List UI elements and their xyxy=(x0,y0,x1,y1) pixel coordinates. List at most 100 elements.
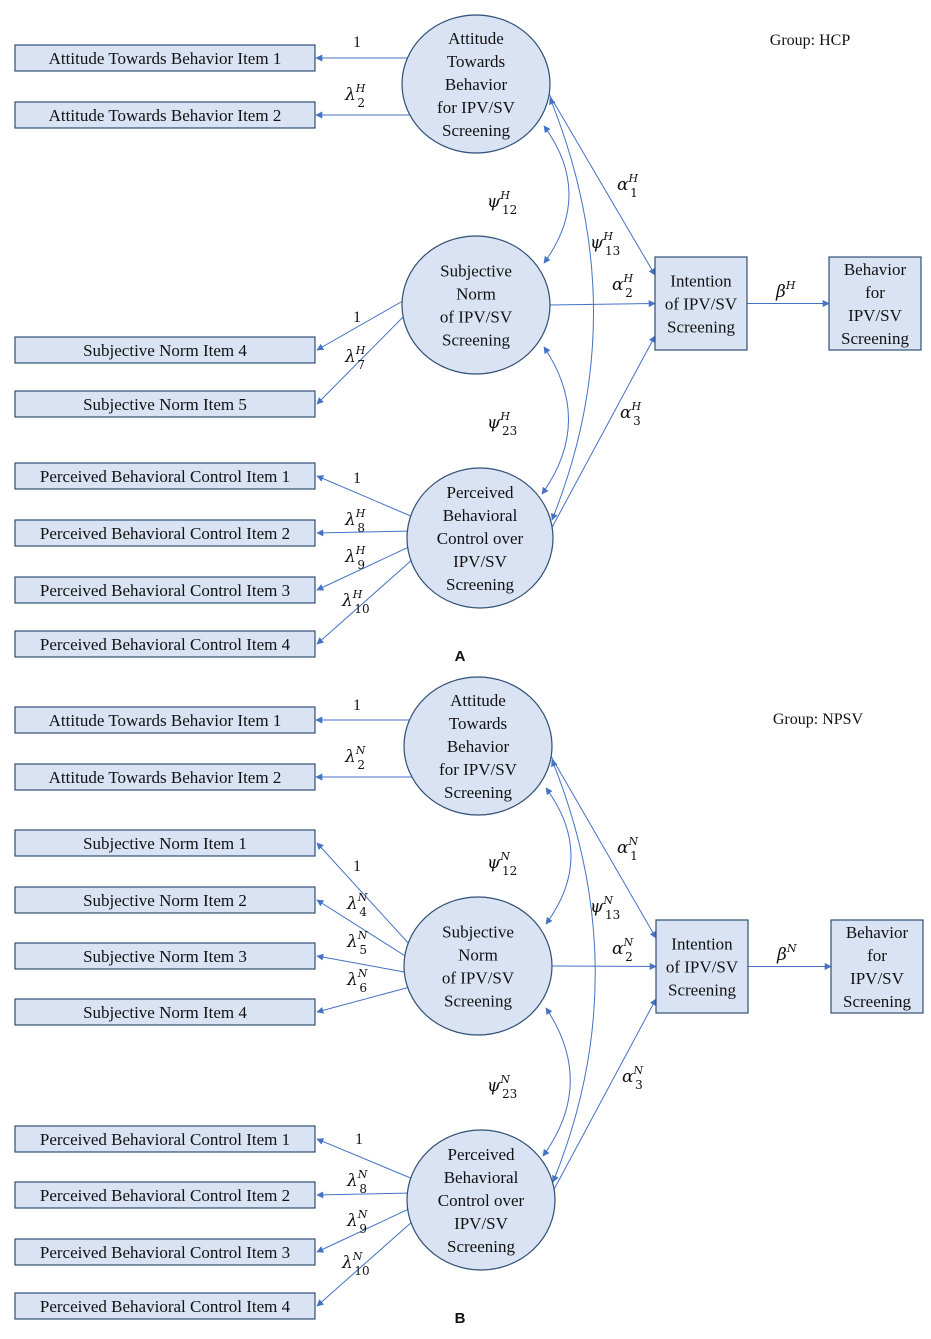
loading-fixed-label: 1 xyxy=(353,697,361,714)
behavior-box-line: for xyxy=(865,283,885,302)
norm-construct-line: Norm xyxy=(458,946,498,965)
intention-box-line: of IPV/SV xyxy=(665,295,738,314)
norm-loading-arrow xyxy=(316,311,409,405)
norm-construct-line: of IPV/SV xyxy=(440,308,513,327)
pbc-item-box-label: Perceived Behavioral Control Item 4 xyxy=(40,1297,291,1316)
attitude-construct-line: Towards xyxy=(447,52,505,71)
pbc-item-box-shape xyxy=(14,1238,316,1266)
norm-item-box-shape xyxy=(14,336,316,364)
norm-item-box: Subjective Norm Item 4 xyxy=(14,998,316,1026)
intention-box-line: Intention xyxy=(671,935,733,954)
pbc-item-box: Perceived Behavioral Control Item 4 xyxy=(14,1292,316,1320)
attitude-item-box: Attitude Towards Behavior Item 1 xyxy=(14,44,316,72)
loading-fixed-label: 1 xyxy=(353,858,361,875)
norm-item-box: Subjective Norm Item 3 xyxy=(14,942,316,970)
attitude-item-box-shape xyxy=(14,44,316,72)
norm-construct-line: Norm xyxy=(456,285,496,304)
norm-item-box-shape xyxy=(14,886,316,914)
psi13-covariance xyxy=(549,97,594,521)
alpha1-path xyxy=(547,750,657,939)
loading-fixed-label: 1 xyxy=(353,34,361,51)
attitude-construct-line: Screening xyxy=(444,783,512,802)
intention-box-line: of IPV/SV xyxy=(666,958,739,977)
norm-loading-arrow xyxy=(316,986,411,1014)
pbc-item-box: Perceived Behavioral Control Item 2 xyxy=(14,519,316,547)
behavior-box-line: IPV/SV xyxy=(850,969,905,988)
loading-fixed-label: 1 xyxy=(353,470,361,487)
pbc-construct-line: Behavioral xyxy=(444,1168,519,1187)
pbc-item-box-label: Perceived Behavioral Control Item 3 xyxy=(40,581,290,600)
psi12-covariance xyxy=(545,787,572,925)
pbc-item-box-label: Perceived Behavioral Control Item 1 xyxy=(40,1130,290,1149)
loading-fixed-label: 1 xyxy=(353,309,361,326)
norm-item-box-shape xyxy=(14,829,316,857)
pbc-loading-arrow xyxy=(316,529,414,537)
pbc-item-box-shape xyxy=(14,519,316,547)
norm-construct-shape xyxy=(403,896,553,1036)
behavior-box-line: Behavior xyxy=(846,923,909,942)
pbc-loading-arrow xyxy=(316,1206,414,1253)
pbc-item-box-label: Perceived Behavioral Control Item 1 xyxy=(40,467,290,486)
behavior-box-shape xyxy=(828,256,922,351)
pbc-item-box: Perceived Behavioral Control Item 2 xyxy=(14,1181,316,1209)
attitude-item-box: Attitude Towards Behavior Item 1 xyxy=(14,706,316,734)
pbc-loading-arrow xyxy=(316,558,414,645)
pbc-item-box-label: Perceived Behavioral Control Item 3 xyxy=(40,1243,290,1262)
norm-item-box: Subjective Norm Item 1 xyxy=(14,829,316,857)
norm-loading-arrow xyxy=(316,899,411,960)
psi12-covariance xyxy=(543,125,570,264)
intention-box-shape xyxy=(654,256,748,351)
attitude-item-box: Attitude Towards Behavior Item 2 xyxy=(14,101,316,129)
attitude-item-box-label: Attitude Towards Behavior Item 1 xyxy=(49,49,282,68)
intention-box-line: Screening xyxy=(667,318,735,337)
norm-loading-arrow xyxy=(316,953,411,974)
pbc-loading-arrow xyxy=(316,1191,414,1199)
attitude-construct-shape xyxy=(403,676,553,816)
norm-item-box-label: Subjective Norm Item 4 xyxy=(83,1003,247,1022)
pbc-construct-line: Control over xyxy=(437,529,524,548)
attitude-construct-line: Attitude xyxy=(448,29,504,48)
norm-construct-line: Subjective xyxy=(440,262,512,281)
norm-item-box: Subjective Norm Item 2 xyxy=(14,886,316,914)
pbc-item-box: Perceived Behavioral Control Item 4 xyxy=(14,630,316,658)
norm-item-box-shape xyxy=(14,998,316,1026)
norm-item-box-shape xyxy=(14,390,316,418)
psi23-covariance xyxy=(542,1007,571,1157)
attitude-item-box-shape xyxy=(14,101,316,129)
norm-construct-shape xyxy=(401,235,551,375)
pbc-construct-line: IPV/SV xyxy=(454,1214,509,1233)
behavior-box-shape xyxy=(830,919,924,1014)
norm-construct-line: Subjective xyxy=(442,923,514,942)
pbc-item-box: Perceived Behavioral Control Item 1 xyxy=(14,1125,316,1153)
pbc-item-box-label: Perceived Behavioral Control Item 4 xyxy=(40,635,291,654)
pbc-construct-line: Screening xyxy=(446,575,514,594)
pbc-item-box-label: Perceived Behavioral Control Item 2 xyxy=(40,524,290,543)
pbc-item-box-shape xyxy=(14,1125,316,1153)
norm-item-box-shape xyxy=(14,942,316,970)
attitude-item-box: Attitude Towards Behavior Item 2 xyxy=(14,763,316,791)
norm-item-box-label: Subjective Norm Item 5 xyxy=(83,395,247,414)
pbc-item-box: Perceived Behavioral Control Item 3 xyxy=(14,1238,316,1266)
alpha2-path xyxy=(551,962,657,970)
attitude-item-box-label: Attitude Towards Behavior Item 1 xyxy=(49,711,282,730)
